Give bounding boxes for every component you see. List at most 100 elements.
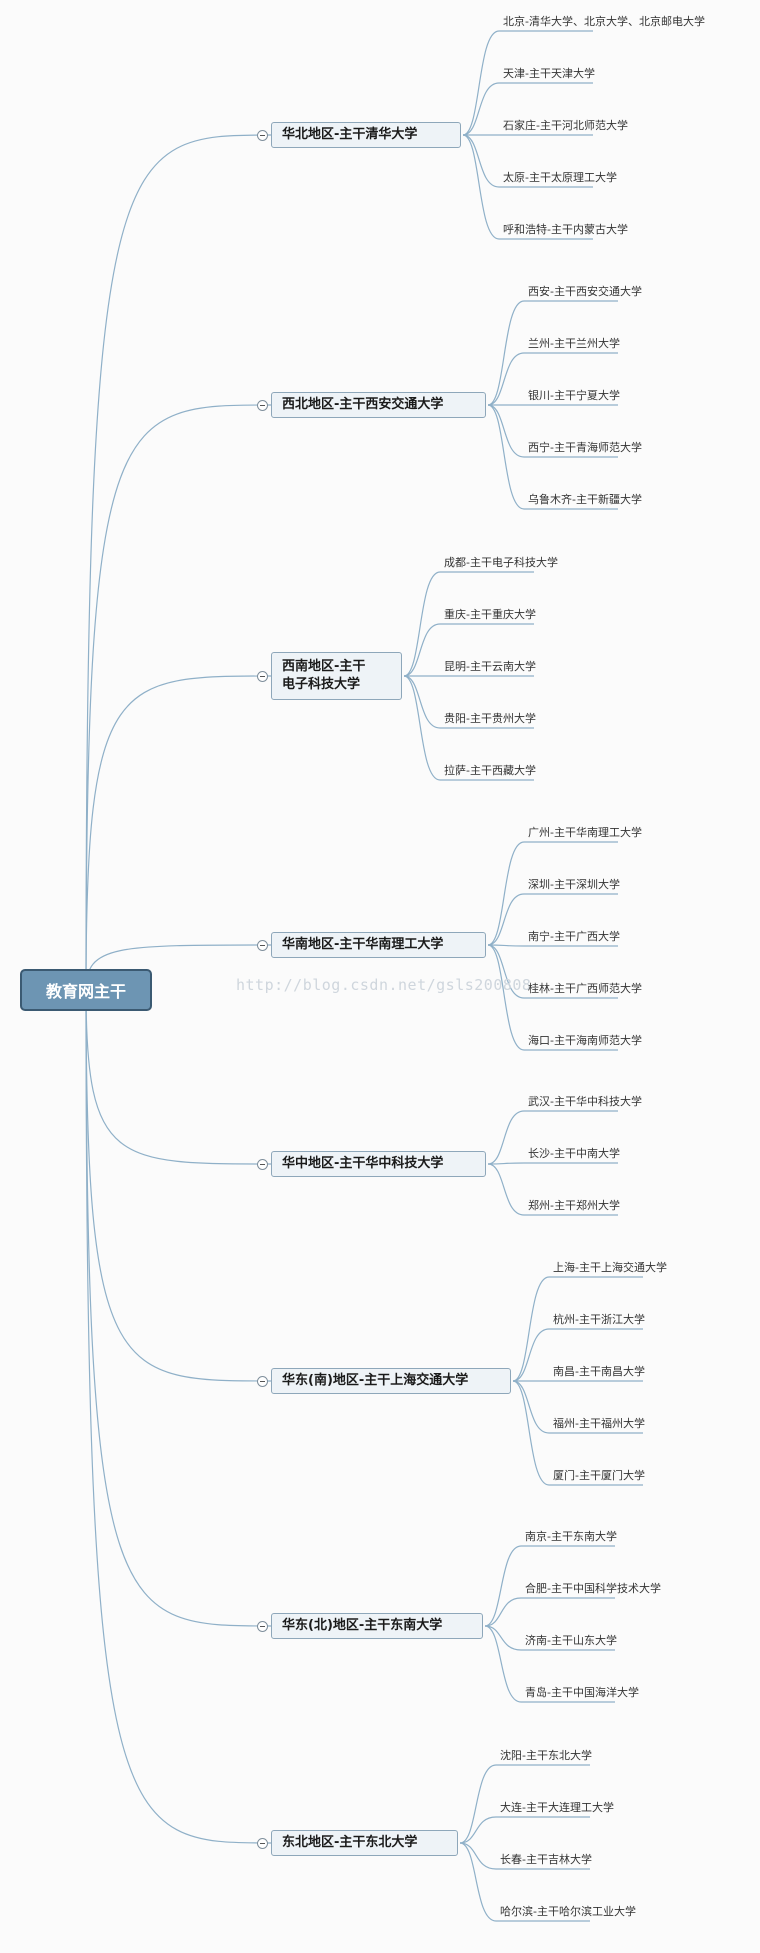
leaf-node[interactable]: 深圳-主干深圳大学 [528, 878, 620, 891]
leaf-node[interactable]: 哈尔滨-主干哈尔滨工业大学 [500, 1905, 636, 1918]
leaf-node[interactable]: 南昌-主干南昌大学 [553, 1365, 645, 1378]
leaf-connector [403, 675, 534, 729]
collapse-toggle-icon[interactable] [257, 1375, 268, 1387]
leaf-connector [487, 404, 618, 458]
leaf-connector [462, 82, 593, 136]
leaf-connector [487, 893, 618, 946]
leaf-connector [487, 841, 618, 946]
collapse-toggle-icon[interactable] [257, 939, 268, 951]
branch-label: 华东(北)地区-主干东南大学 [282, 1618, 443, 1633]
leaf-node[interactable]: 昆明-主干云南大学 [444, 660, 536, 673]
collapse-toggle-icon[interactable] [257, 1837, 268, 1849]
leaf-connector [487, 1162, 618, 1165]
branch-connector [85, 134, 272, 991]
leaf-node[interactable]: 桂林-主干广西师范大学 [528, 982, 642, 995]
leaf-connector [487, 404, 618, 510]
collapse-toggle-icon[interactable] [257, 1158, 268, 1170]
leaf-node[interactable]: 北京-清华大学、北京大学、北京邮电大学 [503, 15, 705, 28]
watermark: http://blog.csdn.net/gsls200808 [236, 976, 532, 994]
leaf-node[interactable]: 上海-主干上海交通大学 [553, 1261, 667, 1274]
branch-label: 东北地区-主干东北大学 [282, 1835, 418, 1850]
leaf-node[interactable]: 南宁-主干广西大学 [528, 930, 620, 943]
leaf-connector [403, 623, 534, 677]
leaf-node[interactable]: 厦门-主干厦门大学 [553, 1469, 645, 1482]
leaf-connector [487, 352, 618, 406]
branch-node[interactable]: 华中地区-主干华中科技大学 [271, 1151, 486, 1177]
leaf-node[interactable]: 大连-主干大连理工大学 [500, 1801, 614, 1814]
leaf-node[interactable]: 兰州-主干兰州大学 [528, 337, 620, 350]
collapse-toggle-icon[interactable] [257, 399, 268, 411]
branch-connector [85, 404, 272, 991]
branch-node[interactable]: 西北地区-主干西安交通大学 [271, 392, 486, 418]
leaf-node[interactable]: 沈阳-主干东北大学 [500, 1749, 592, 1762]
leaf-connector [462, 134, 593, 188]
leaf-connector [459, 1842, 590, 1870]
leaf-connector [512, 1380, 643, 1486]
leaf-node[interactable]: 贵阳-主干贵州大学 [444, 712, 536, 725]
branch-node[interactable]: 华北地区-主干清华大学 [271, 122, 461, 148]
leaf-connector [459, 1842, 590, 1922]
collapse-toggle-icon[interactable] [257, 670, 268, 682]
leaf-node[interactable]: 拉萨-主干西藏大学 [444, 764, 536, 777]
branch-node[interactable]: 东北地区-主干东北大学 [271, 1830, 458, 1856]
leaf-node[interactable]: 郑州-主干郑州大学 [528, 1199, 620, 1212]
leaf-connector [462, 134, 593, 240]
branch-connector [85, 989, 272, 1165]
leaf-node[interactable]: 乌鲁木齐-主干新疆大学 [528, 493, 642, 506]
leaf-connector [487, 944, 618, 1051]
collapse-toggle-icon[interactable] [257, 1620, 268, 1632]
branch-node[interactable]: 华东(北)地区-主干东南大学 [271, 1613, 483, 1639]
leaf-connector [487, 944, 618, 999]
leaf-connector [459, 1816, 590, 1844]
collapse-toggle-icon[interactable] [257, 129, 268, 141]
leaf-node[interactable]: 济南-主干山东大学 [525, 1634, 617, 1647]
branch-node[interactable]: 华南地区-主干华南理工大学 [271, 932, 486, 958]
leaf-connector [484, 1625, 615, 1703]
leaf-node[interactable]: 广州-主干华南理工大学 [528, 826, 642, 839]
leaf-node[interactable]: 海口-主干海南师范大学 [528, 1034, 642, 1047]
branch-connector [85, 989, 272, 1627]
branch-node[interactable]: 西南地区-主干电子科技大学 [271, 652, 402, 700]
leaf-node[interactable]: 西宁-主干青海师范大学 [528, 441, 642, 454]
branch-label: 西北地区-主干西安交通大学 [282, 397, 444, 412]
leaf-node[interactable]: 银川-主干宁夏大学 [528, 389, 620, 402]
leaf-node[interactable]: 石家庄-主干河北师范大学 [503, 119, 628, 132]
leaf-connector [512, 1380, 643, 1434]
branch-label: 西南地区-主干电子科技大学 [282, 659, 366, 692]
leaf-connector [487, 1163, 618, 1216]
leaf-connector [487, 300, 618, 406]
leaf-node[interactable]: 太原-主干太原理工大学 [503, 171, 617, 184]
leaf-node[interactable]: 福州-主干福州大学 [553, 1417, 645, 1430]
leaf-connector [462, 30, 593, 136]
branch-label: 华北地区-主干清华大学 [282, 127, 418, 142]
leaf-connector [487, 944, 618, 947]
leaf-node[interactable]: 南京-主干东南大学 [525, 1530, 617, 1543]
leaf-node[interactable]: 西安-主干西安交通大学 [528, 285, 642, 298]
leaf-connector [403, 571, 534, 677]
leaf-connector [487, 1110, 618, 1165]
leaf-node[interactable]: 杭州-主干浙江大学 [553, 1313, 645, 1326]
branch-label: 华中地区-主干华中科技大学 [282, 1156, 444, 1171]
root-node[interactable]: 教育网主干 [20, 969, 152, 1011]
leaf-node[interactable]: 成都-主干电子科技大学 [444, 556, 558, 569]
branch-connector [85, 989, 272, 1382]
leaf-node[interactable]: 武汉-主干华中科技大学 [528, 1095, 642, 1108]
leaf-node[interactable]: 合肥-主干中国科学技术大学 [525, 1582, 661, 1595]
branch-label: 华南地区-主干华南理工大学 [282, 937, 444, 952]
branch-connector [85, 989, 272, 1844]
leaf-node[interactable]: 重庆-主干重庆大学 [444, 608, 536, 621]
leaf-connector [484, 1625, 615, 1651]
leaf-node[interactable]: 呼和浩特-主干内蒙古大学 [503, 223, 628, 236]
leaf-connector [512, 1328, 643, 1382]
branch-label: 华东(南)地区-主干上海交通大学 [282, 1373, 469, 1388]
leaf-connector [512, 1276, 643, 1382]
leaf-node[interactable]: 天津-主干天津大学 [503, 67, 595, 80]
leaf-node[interactable]: 长沙-主干中南大学 [528, 1147, 620, 1160]
leaf-node[interactable]: 长春-主干吉林大学 [500, 1853, 592, 1866]
leaf-node[interactable]: 青岛-主干中国海洋大学 [525, 1686, 639, 1699]
branch-connector [85, 675, 272, 991]
leaf-connector [403, 675, 534, 781]
branch-node[interactable]: 华东(南)地区-主干上海交通大学 [271, 1368, 511, 1394]
